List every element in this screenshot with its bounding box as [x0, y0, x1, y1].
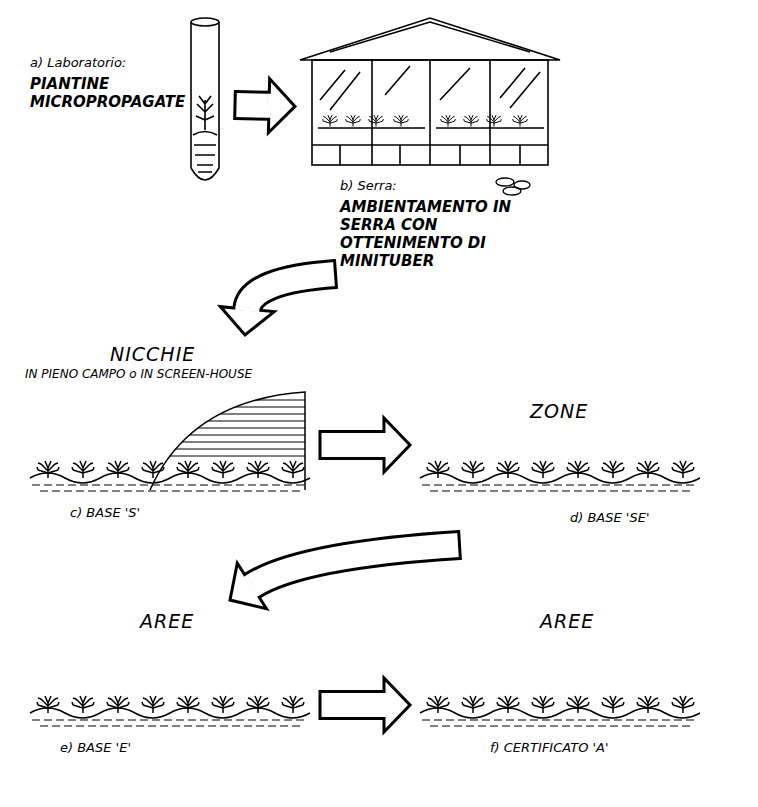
- stage-node: NICCHIEIN PIENO CAMPO o IN SCREEN-HOUSE c…: [20, 335, 320, 550]
- stage-label: IN PIENO CAMPO o IN SCREEN-HOUSE: [25, 367, 315, 381]
- stage-node: ZONE d) BASE 'SE': [410, 395, 740, 545]
- block-arrow: [235, 79, 295, 133]
- stage-heading: AREE: [140, 610, 194, 633]
- stage-heading: NICCHIE: [110, 343, 195, 366]
- stage-label: AMBIENTAMENTO IN SERRA CON OTTENIMENTO D…: [340, 198, 555, 270]
- block-arrow: [220, 259, 336, 335]
- stage-label: a) Laboratorio:: [30, 55, 126, 71]
- block-arrow: [320, 678, 410, 732]
- greenhouse: [300, 18, 560, 165]
- block-arrow: [320, 418, 410, 472]
- stage-label: d) BASE 'SE': [570, 510, 649, 526]
- test-tube: [191, 18, 219, 180]
- stage-label: f) CERTIFICATO 'A': [490, 740, 609, 756]
- stage-node: b) Serra: AMBIENTAMENTO IN SERRA CON OTTE…: [295, 10, 565, 274]
- stage-label: e) BASE 'E': [60, 740, 131, 756]
- stage-label: b) Serra:: [340, 178, 397, 194]
- stage-node: AREE e) BASE 'E': [20, 600, 320, 800]
- stage-node: a) Laboratorio: PIANTINE MICROPROPAGATE: [20, 15, 235, 195]
- minituber: [496, 178, 530, 195]
- stage-label: c) BASE 'S': [70, 505, 140, 521]
- stage-heading: AREE: [540, 610, 594, 633]
- stage-node: AREE f) CERTIFICATO 'A': [410, 600, 740, 800]
- block-arrow: [230, 530, 460, 609]
- field-row: [30, 473, 700, 726]
- stage-label: PIANTINE MICROPROPAGATE: [30, 75, 190, 111]
- stage-heading: ZONE: [530, 400, 588, 423]
